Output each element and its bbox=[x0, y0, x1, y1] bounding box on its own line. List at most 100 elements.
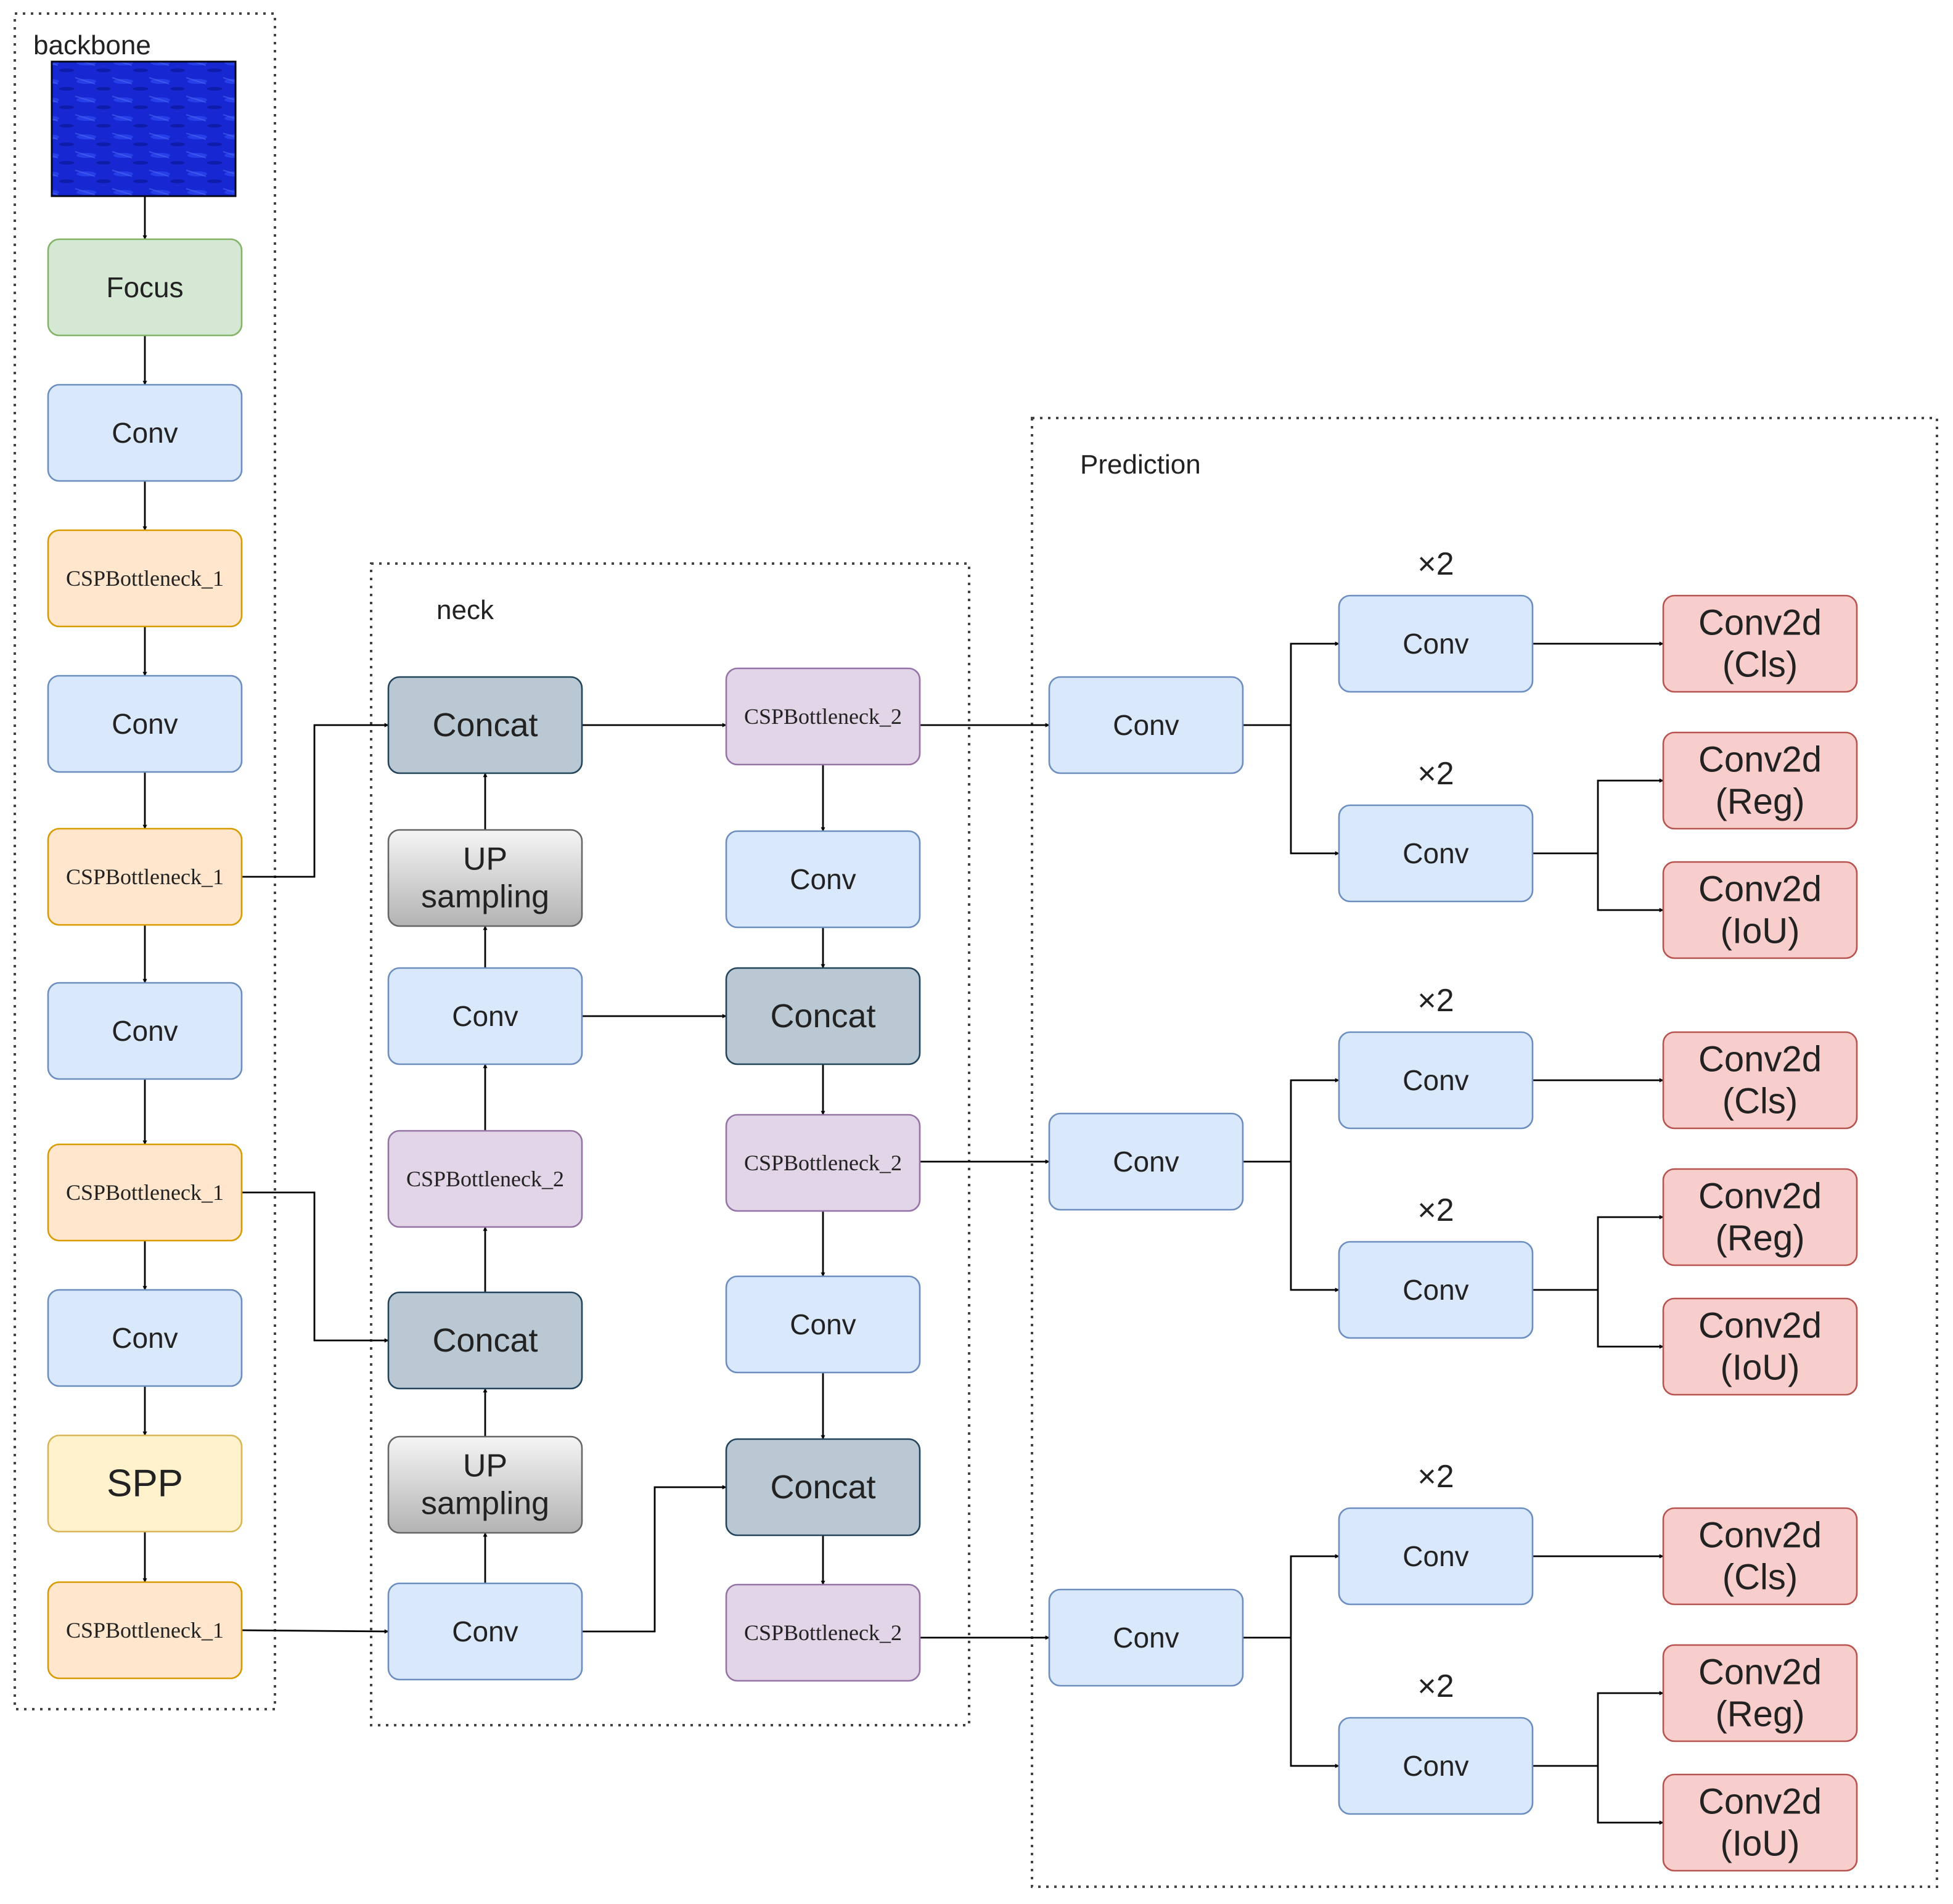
node-label: Conv bbox=[112, 1322, 178, 1354]
node-label: Conv2d bbox=[1698, 1515, 1822, 1555]
multiplier-label: ×2 bbox=[1417, 1459, 1454, 1495]
node-h2-iou: Conv2d(IoU) bbox=[1662, 1297, 1858, 1396]
node-label: Conv bbox=[1402, 837, 1468, 869]
edge bbox=[582, 1485, 727, 1633]
node-label: (Cls) bbox=[1722, 1081, 1798, 1122]
node-label: (Cls) bbox=[1722, 645, 1798, 685]
edge bbox=[242, 723, 389, 878]
node-label: (Reg) bbox=[1715, 1218, 1804, 1258]
multiplier-label: ×2 bbox=[1417, 546, 1454, 582]
group-backbone bbox=[14, 12, 276, 1710]
node-label: UP bbox=[463, 841, 507, 877]
node-label: Concat bbox=[432, 707, 538, 744]
node-h1-cls: Conv2d(Cls) bbox=[1662, 594, 1858, 693]
node-h3-reg-conv: Conv bbox=[1338, 1717, 1534, 1815]
node-label: sampling bbox=[421, 879, 549, 915]
node-h2-cls: Conv2d(Cls) bbox=[1662, 1031, 1858, 1130]
node-bb-conv3: Conv bbox=[47, 982, 243, 1080]
node-nk-concat1: Concat bbox=[387, 676, 583, 774]
node-nk-csp-b: CSPBottleneck_2 bbox=[725, 1114, 921, 1212]
node-label: CSPBottleneck_2 bbox=[744, 704, 902, 729]
node-bb-conv4: Conv bbox=[47, 1289, 243, 1387]
node-label: UP bbox=[463, 1448, 507, 1483]
node-label: Conv2d bbox=[1698, 869, 1822, 909]
node-bb-csp3: CSPBottleneck_1 bbox=[47, 1143, 243, 1242]
node-nk-conv-a: Conv bbox=[725, 830, 921, 929]
node-label: Conv2d bbox=[1698, 1781, 1822, 1821]
edge bbox=[1290, 1162, 1340, 1292]
group-label-backbone: backbone bbox=[33, 30, 151, 60]
multiplier-label: ×2 bbox=[1417, 1192, 1454, 1228]
node-pr-conv2: Conv bbox=[1048, 1112, 1244, 1211]
edge bbox=[1290, 1554, 1340, 1638]
node-h1-reg-conv: Conv bbox=[1338, 804, 1534, 903]
node-pr-conv3: Conv bbox=[1048, 1588, 1244, 1687]
node-nk-csp-mid: CSPBottleneck_2 bbox=[387, 1130, 583, 1228]
node-h1-cls-conv: Conv bbox=[1338, 594, 1534, 693]
node-label: Conv2d bbox=[1698, 1652, 1822, 1692]
node-label: (Reg) bbox=[1715, 1694, 1804, 1734]
node-nk-concat-a: Concat bbox=[725, 967, 921, 1065]
node-h1-reg: Conv2d(Reg) bbox=[1662, 731, 1858, 830]
node-bb-conv2: Conv bbox=[47, 675, 243, 773]
node-label: Conv bbox=[112, 417, 178, 449]
node-bb-csp4: CSPBottleneck_1 bbox=[47, 1581, 243, 1680]
node-nk-conv1: Conv bbox=[387, 967, 583, 1065]
edge bbox=[1290, 1638, 1340, 1768]
edge bbox=[1290, 641, 1340, 725]
edge bbox=[1290, 725, 1340, 856]
node-nk-concat-b: Concat bbox=[725, 1438, 921, 1537]
node-nk-csp-a: CSPBottleneck_2 bbox=[725, 667, 921, 766]
node-label: Conv bbox=[1113, 709, 1179, 741]
node-label: CSPBottleneck_2 bbox=[744, 1620, 902, 1645]
input-image bbox=[51, 60, 237, 197]
node-label: CSPBottleneck_1 bbox=[66, 566, 224, 591]
node-label: Conv2d bbox=[1698, 1176, 1822, 1216]
node-label: CSPBottleneck_1 bbox=[66, 1618, 224, 1643]
node-label: Conv bbox=[112, 708, 178, 740]
node-bb-csp1: CSPBottleneck_1 bbox=[47, 529, 243, 628]
node-h3-reg: Conv2d(Reg) bbox=[1662, 1644, 1858, 1742]
node-label: CSPBottleneck_2 bbox=[744, 1151, 902, 1175]
node-bb-csp2: CSPBottleneck_1 bbox=[47, 827, 243, 926]
edge bbox=[1597, 1290, 1664, 1349]
node-label: Conv bbox=[1402, 1540, 1468, 1572]
node-h2-cls-conv: Conv bbox=[1338, 1031, 1534, 1130]
group-neck bbox=[370, 562, 970, 1726]
node-nk-conv2: Conv bbox=[387, 1582, 583, 1681]
node-label: Conv2d bbox=[1698, 739, 1822, 779]
node-label: Conv bbox=[1402, 1274, 1468, 1306]
multiplier-label: ×2 bbox=[1417, 756, 1454, 792]
node-label: (Cls) bbox=[1722, 1557, 1798, 1598]
node-label: (IoU) bbox=[1721, 1824, 1800, 1864]
node-h2-reg: Conv2d(Reg) bbox=[1662, 1168, 1858, 1266]
node-label: Concat bbox=[770, 998, 875, 1035]
edge bbox=[1597, 853, 1664, 913]
node-label: CSPBottleneck_1 bbox=[66, 1180, 224, 1205]
node-label: Conv2d bbox=[1698, 1305, 1822, 1345]
node-label: Focus bbox=[106, 271, 183, 303]
node-label: Conv bbox=[452, 1000, 518, 1032]
node-label: Conv bbox=[790, 1308, 856, 1340]
multiplier-label: ×2 bbox=[1417, 1668, 1454, 1704]
node-label: Conv bbox=[1113, 1622, 1179, 1654]
group-label-neck: neck bbox=[436, 595, 494, 625]
node-label: sampling bbox=[421, 1486, 549, 1522]
edge bbox=[1290, 1078, 1340, 1162]
node-label: Conv bbox=[1402, 1750, 1468, 1782]
multiplier-label: ×2 bbox=[1417, 983, 1454, 1019]
edge bbox=[1597, 1766, 1664, 1825]
node-h2-reg-conv: Conv bbox=[1338, 1241, 1534, 1339]
node-spp: SPP bbox=[47, 1434, 243, 1533]
edge bbox=[1597, 1215, 1664, 1290]
node-label: (IoU) bbox=[1721, 1348, 1800, 1388]
edge bbox=[241, 1629, 389, 1634]
group-label-prediction: Prediction bbox=[1080, 449, 1201, 480]
node-label: Conv bbox=[1113, 1146, 1179, 1178]
node-nk-conv-b: Conv bbox=[725, 1275, 921, 1374]
node-focus: Focus bbox=[47, 238, 243, 337]
node-h3-cls: Conv2d(Cls) bbox=[1662, 1507, 1858, 1606]
node-label: Conv bbox=[1402, 1064, 1468, 1096]
